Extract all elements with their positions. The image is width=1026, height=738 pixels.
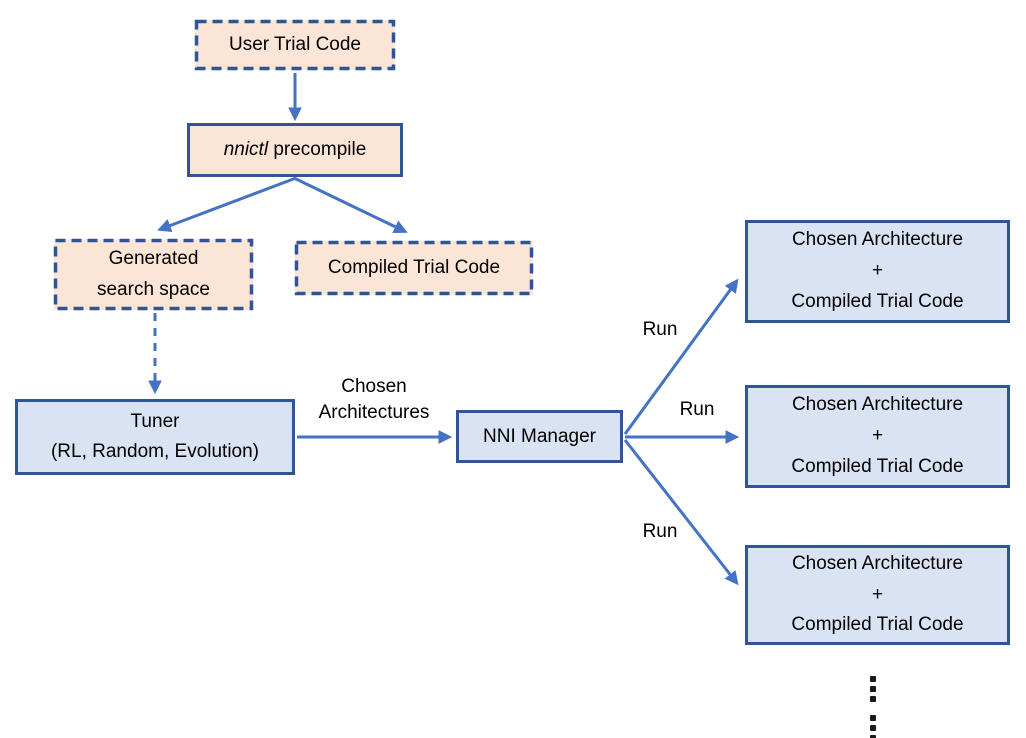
nnictl-precompile-label: nnictl precompile [224,135,367,164]
edge-label-chosen-architectures: Chosen Architectures [284,374,464,426]
trial-1-line1: Chosen Architecture [791,229,964,251]
user-trial-code-label: User Trial Code [229,34,361,56]
trial-2-line2: + [871,425,884,447]
nnictl-command-text: nnictl [223,139,269,161]
generated-search-space-line2: search space [96,278,210,300]
edge-label-run-3: Run [642,521,678,542]
arrow-precompile-to-compiled-code [293,176,408,234]
generated-search-space-line1: Generated [108,248,199,270]
arrow-precompile-to-search-space [157,176,297,233]
chosen-architectures-line2: Architectures [318,402,430,423]
box-user-trial-code: User Trial Code [195,20,395,70]
tuner-line1: Tuner [130,410,180,432]
edge-label-run-1: Run [642,319,678,340]
ellipsis-dot [870,676,876,682]
compiled-trial-code-label: Compiled Trial Code [327,257,501,279]
precompile-text: precompile [268,139,367,161]
box-compiled-trial-code: Compiled Trial Code [295,241,533,295]
trial-2-line3: Compiled Trial Code [791,455,964,477]
trial-3-line3: Compiled Trial Code [791,614,964,636]
box-trial-2: Chosen Architecture + Compiled Trial Cod… [745,385,1010,488]
nni-manager-label: NNI Manager [483,425,596,447]
trial-3-line1: Chosen Architecture [791,552,964,574]
ellipsis-dot [870,686,876,692]
ellipsis-dot [870,735,876,738]
edge-label-run-2: Run [679,399,715,420]
box-trial-1: Chosen Architecture + Compiled Trial Cod… [745,220,1010,323]
box-nnictl-precompile: nnictl precompile [187,123,403,177]
box-nni-manager: NNI Manager [456,410,623,463]
box-trial-3: Chosen Architecture + Compiled Trial Cod… [745,545,1010,645]
arrow-run-3 [623,439,739,586]
more-trials-ellipsis-icon [870,674,876,738]
box-tuner: Tuner (RL, Random, Evolution) [15,399,295,475]
ellipsis-dot [870,725,876,731]
chosen-architectures-line1: Chosen [341,376,407,397]
ellipsis-dot [870,715,876,721]
ellipsis-dot [870,696,876,702]
trial-1-line2: + [871,260,884,282]
trial-1-line3: Compiled Trial Code [791,290,964,312]
tuner-line2: (RL, Random, Evolution) [50,441,260,462]
box-generated-search-space: Generated search space [54,239,253,310]
trial-3-line2: + [871,583,884,605]
trial-2-line1: Chosen Architecture [791,394,964,416]
